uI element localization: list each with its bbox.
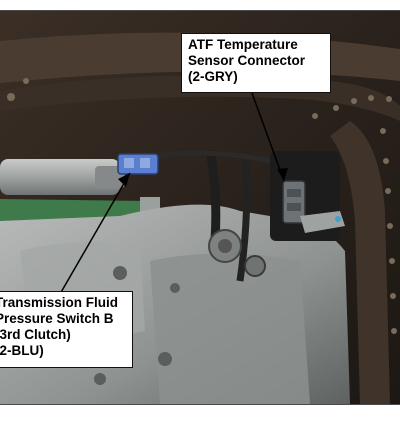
switch-callout-line-2: Pressure Switch B — [0, 311, 114, 326]
switch-callout-line-1: Transmission Fluid — [0, 295, 119, 310]
top-rule — [0, 10, 400, 11]
bottom-rule — [0, 404, 400, 405]
switch-callout-line-4: (2-BLU) — [0, 343, 44, 358]
pressure-switch-callout: Transmission Fluid Pressure Switch B (3r… — [0, 291, 133, 368]
atf-sensor-callout: ATF Temperature Sensor Connector (2-GRY) — [181, 33, 331, 93]
switch-callout-line-3: (3rd Clutch) — [0, 327, 71, 342]
atf-callout-line-3: (2-GRY) — [188, 69, 238, 84]
atf-callout-line-2: Sensor Connector — [188, 53, 306, 68]
atf-callout-line-1: ATF Temperature — [188, 37, 298, 52]
